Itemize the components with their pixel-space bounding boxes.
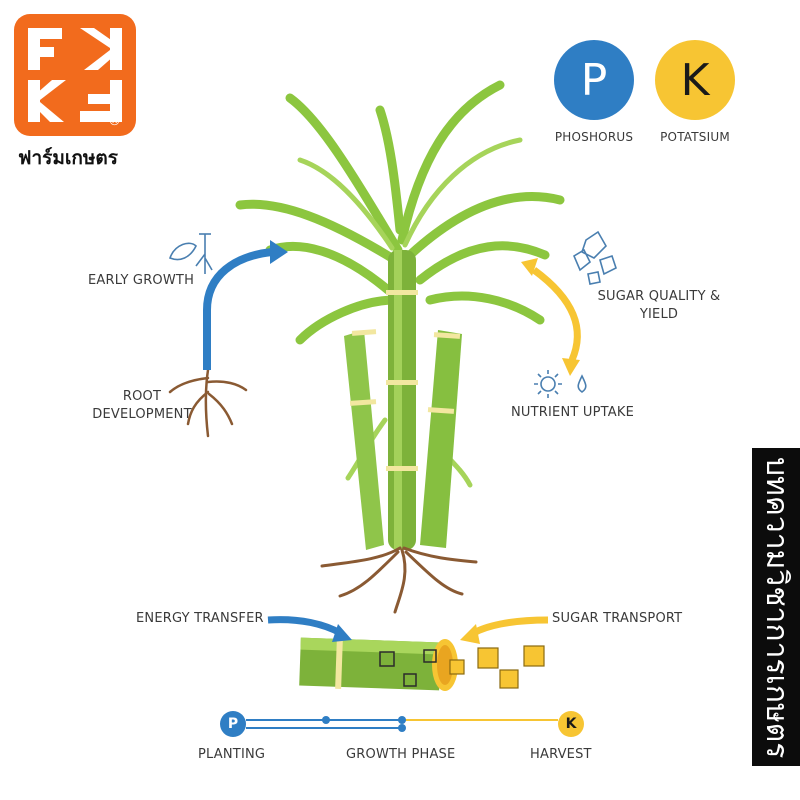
root-development-label: ROOT DEVELOPMENT [92, 388, 192, 424]
sugarcane-leaves [235, 80, 565, 345]
phosphorus-label: PHOSHORUS [554, 130, 634, 144]
timeline-label-growth-phase: GROWTH PHASE [346, 747, 456, 762]
early-growth-arrow [203, 248, 273, 370]
root-development-line-1: ROOT [122, 389, 162, 404]
timeline-end-dot: K [558, 711, 584, 737]
article-side-tab-text: บทความวิชาการเกษตร [759, 457, 794, 759]
sugar-cubes-outside [449, 645, 545, 689]
brand-logo: ® [14, 14, 136, 136]
early-growth-label: EARLY GROWTH [88, 273, 195, 288]
sugar-crystal-icon [572, 230, 617, 285]
sugar-quality-arrow [531, 267, 581, 362]
sugar-transport-label: SUGAR TRANSPORT [552, 611, 683, 626]
sugar-transport-arrow [470, 616, 549, 638]
timeline-label-planting: PLANTING [198, 747, 266, 762]
water-drop-icon [577, 374, 587, 393]
sugar-quality-line-2: YIELD [639, 307, 679, 322]
potassium-badge: K [655, 40, 735, 120]
nutrient-uptake-label: NUTRIENT UPTAKE [511, 405, 634, 420]
plant-roots [320, 546, 478, 614]
potassium-label: POTATSIUM [660, 130, 730, 144]
energy-transfer-label: ENERGY TRANSFER [136, 611, 264, 626]
cane-segment [299, 637, 458, 691]
phosphorus-badge: P [554, 40, 634, 120]
article-side-tab [752, 448, 800, 766]
timeline-label-harvest: HARVEST [530, 747, 592, 762]
energy-transfer-arrow [267, 616, 344, 638]
root-development-line-2: DEVELOPMENT [92, 407, 192, 422]
sugarcane-stalks [344, 250, 462, 550]
brand-logo-mark [28, 28, 122, 122]
brand-name: ฟาร์มเกษตร [18, 147, 118, 169]
sugar-quality-line-1: SUGAR QUALITY & [597, 289, 721, 304]
sugar-cubes-inside [379, 649, 437, 687]
sun-icon [534, 370, 562, 398]
timeline-start-dot: P [220, 711, 246, 737]
root-development-roots [168, 368, 248, 438]
seedling-icon [168, 233, 213, 274]
timeline [246, 716, 558, 732]
sugar-quality-label: SUGAR QUALITY & YIELD [594, 288, 724, 324]
registered-mark: ® [108, 114, 121, 129]
